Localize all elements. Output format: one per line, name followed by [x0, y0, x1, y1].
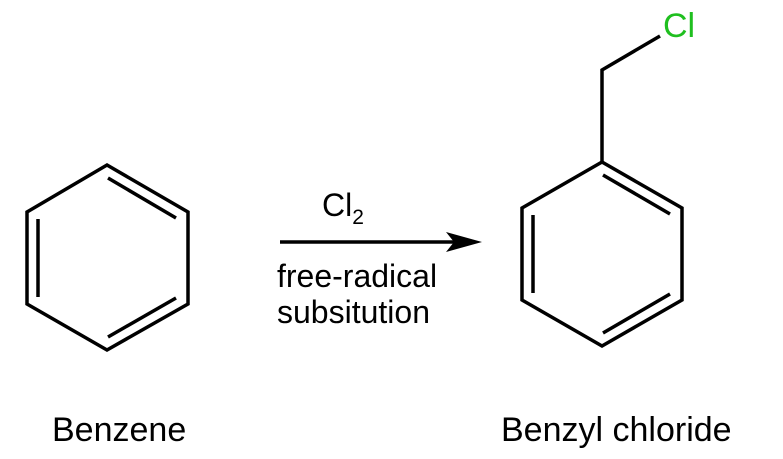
- reaction-arrow: [280, 232, 482, 252]
- benzyl-chloride-structure: [520, 34, 684, 349]
- ch2-bond: [600, 34, 661, 162]
- conditions-line1: free-radical: [277, 258, 437, 294]
- conditions-line2: subsitution: [277, 294, 430, 330]
- benzene-structure: [25, 162, 190, 353]
- double-bond-inner: [107, 176, 177, 220]
- double-bond-inner: [107, 296, 177, 339]
- double-bond-inner: [602, 173, 671, 216]
- reagent-label: Cl2: [322, 187, 364, 229]
- double-bond-inner: [602, 292, 671, 335]
- benzene-ring: [25, 162, 190, 353]
- product-name: Benzyl chloride: [501, 411, 732, 449]
- reactant-name: Benzene: [52, 411, 186, 449]
- benzene-ring: [520, 159, 684, 349]
- chlorine-atom-label: Cl: [663, 7, 695, 45]
